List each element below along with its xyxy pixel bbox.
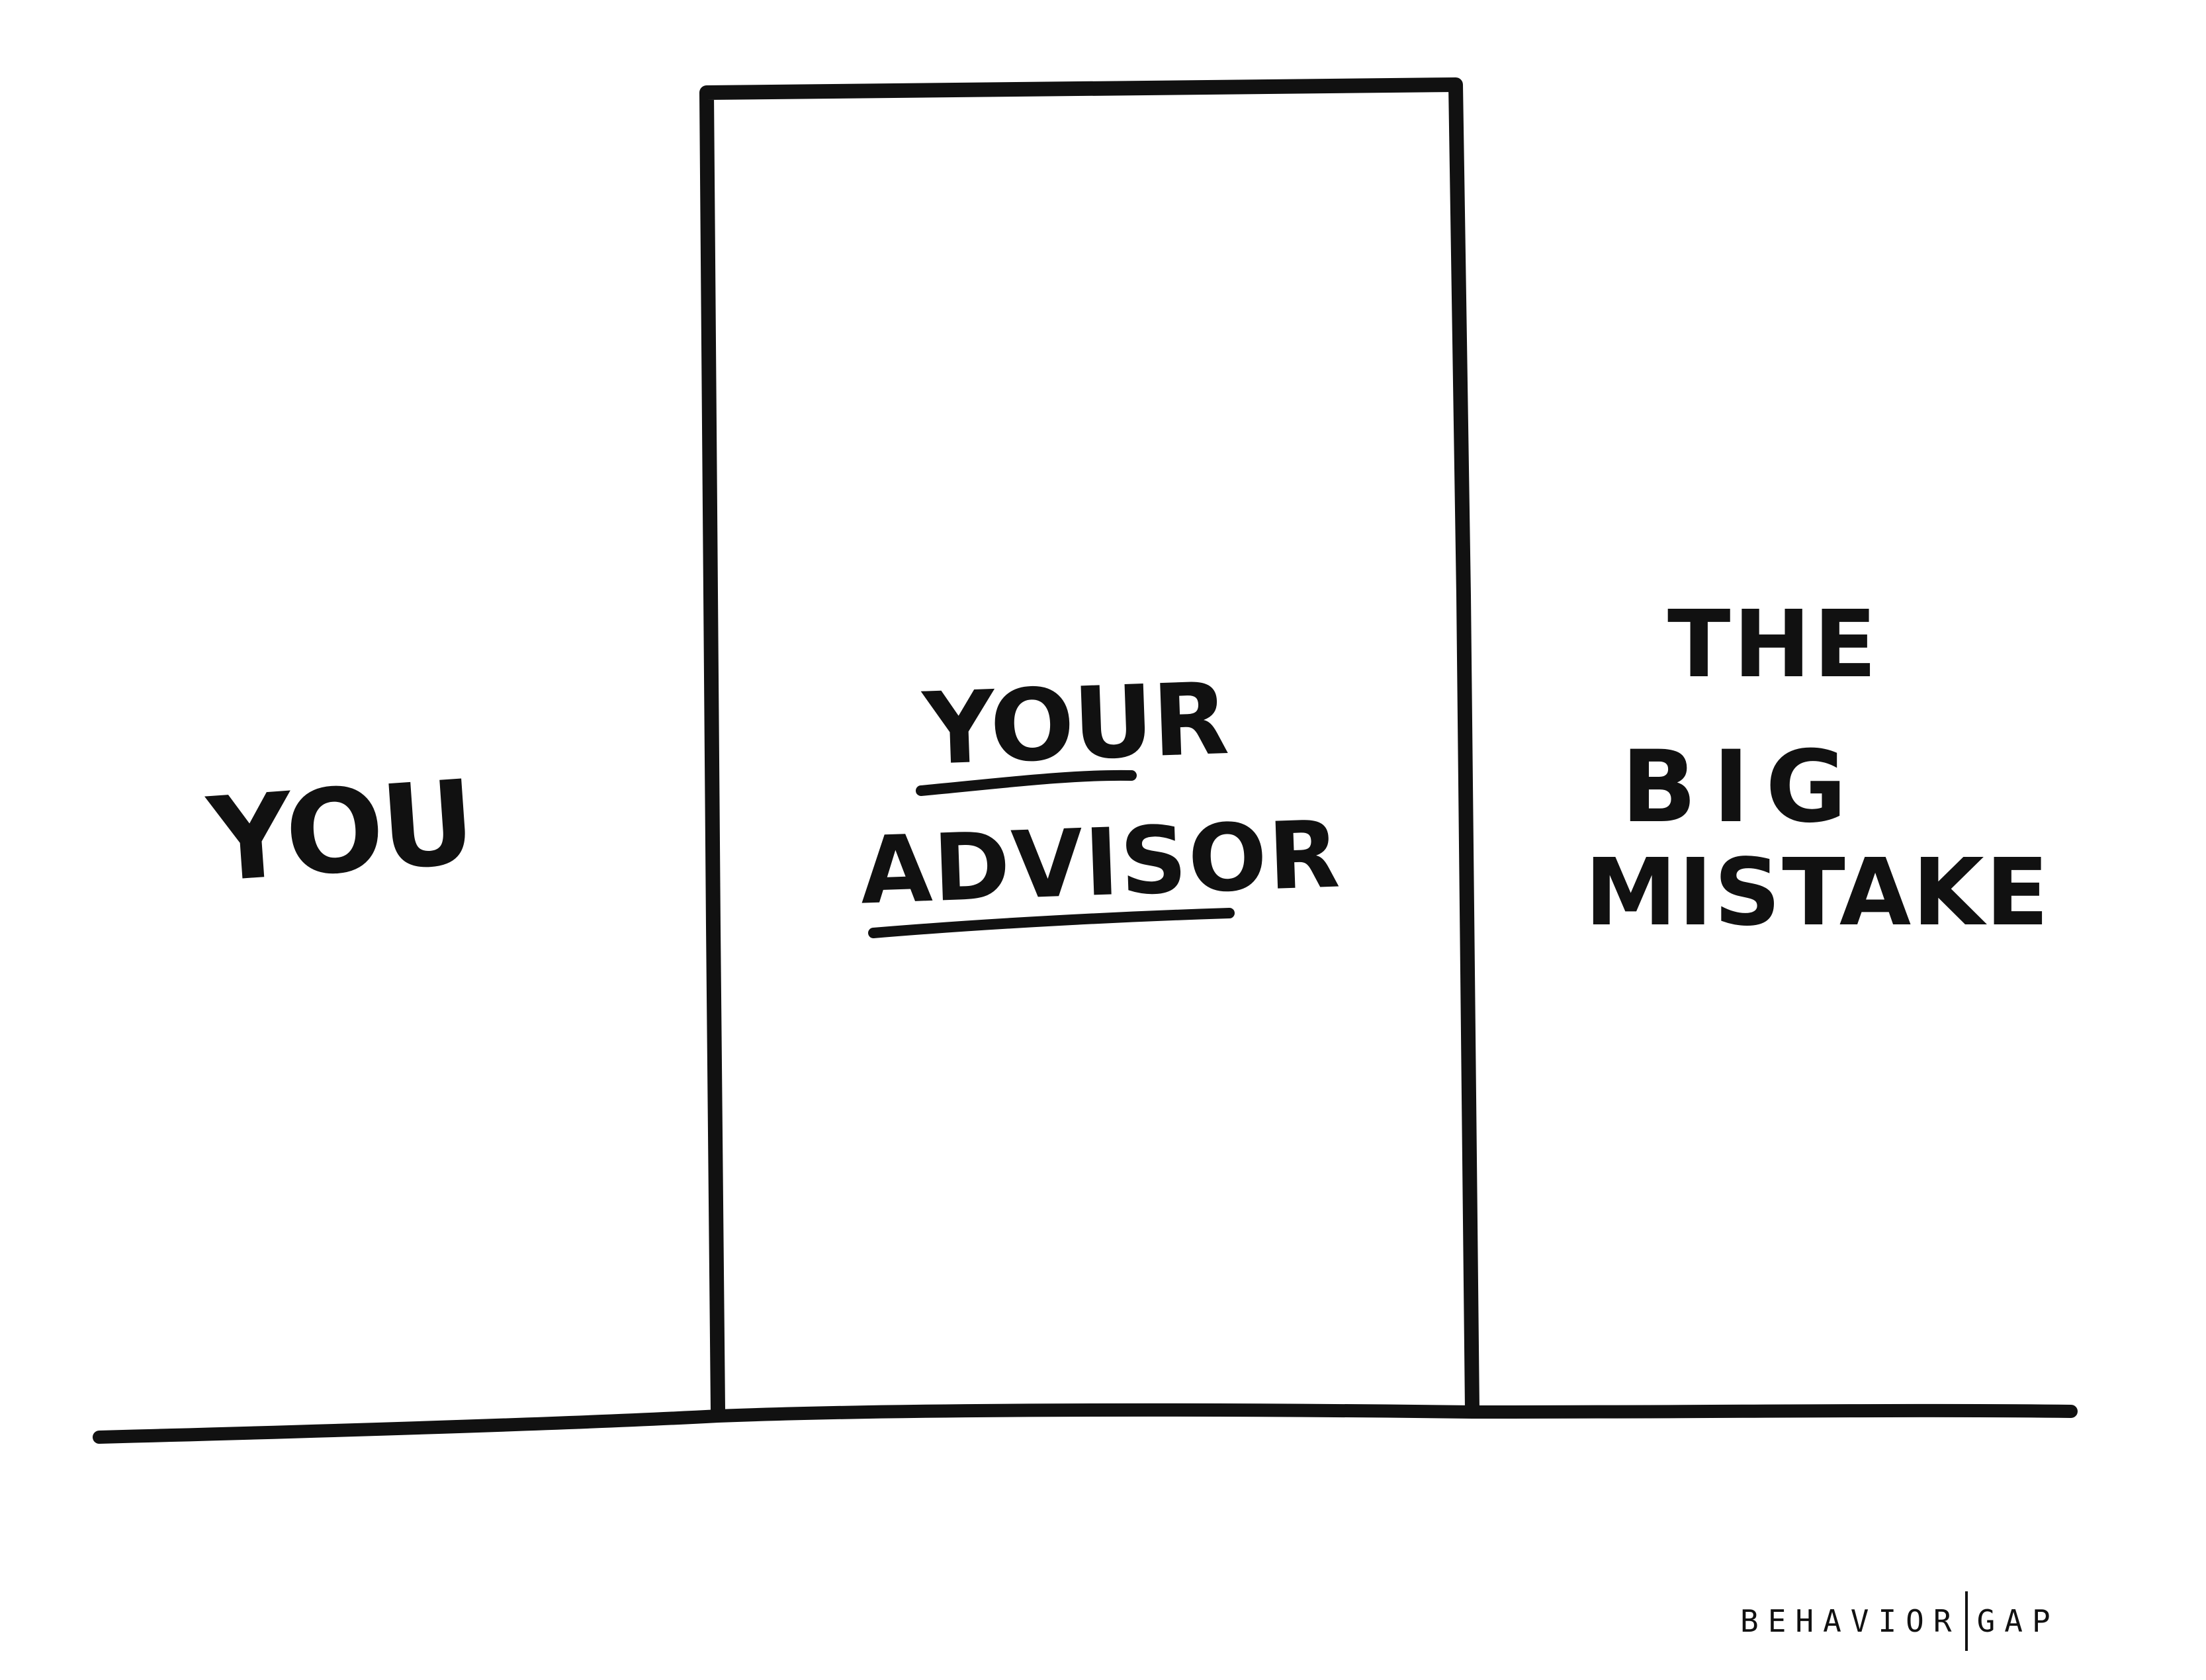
your-underline <box>916 770 1137 796</box>
you-label: YOU <box>204 756 477 908</box>
mistake-label: MISTAKE <box>1585 839 2051 947</box>
ground-line <box>93 1403 2078 1444</box>
logo-right-text: GAP <box>1976 1603 2060 1639</box>
the-label: THE <box>1667 591 1880 699</box>
your-label: YOUR <box>921 662 1229 787</box>
advisor-underline <box>868 908 1235 938</box>
big-label: BIG <box>1621 730 1863 845</box>
advisor-label: ADVISOR <box>858 801 1343 926</box>
door-rectangle <box>699 77 1479 1417</box>
behavior-gap-logo: BEHAVIOR GAP <box>1740 1591 2060 1651</box>
logo-left-text: BEHAVIOR <box>1740 1603 1961 1639</box>
logo-divider <box>1964 1591 1968 1651</box>
